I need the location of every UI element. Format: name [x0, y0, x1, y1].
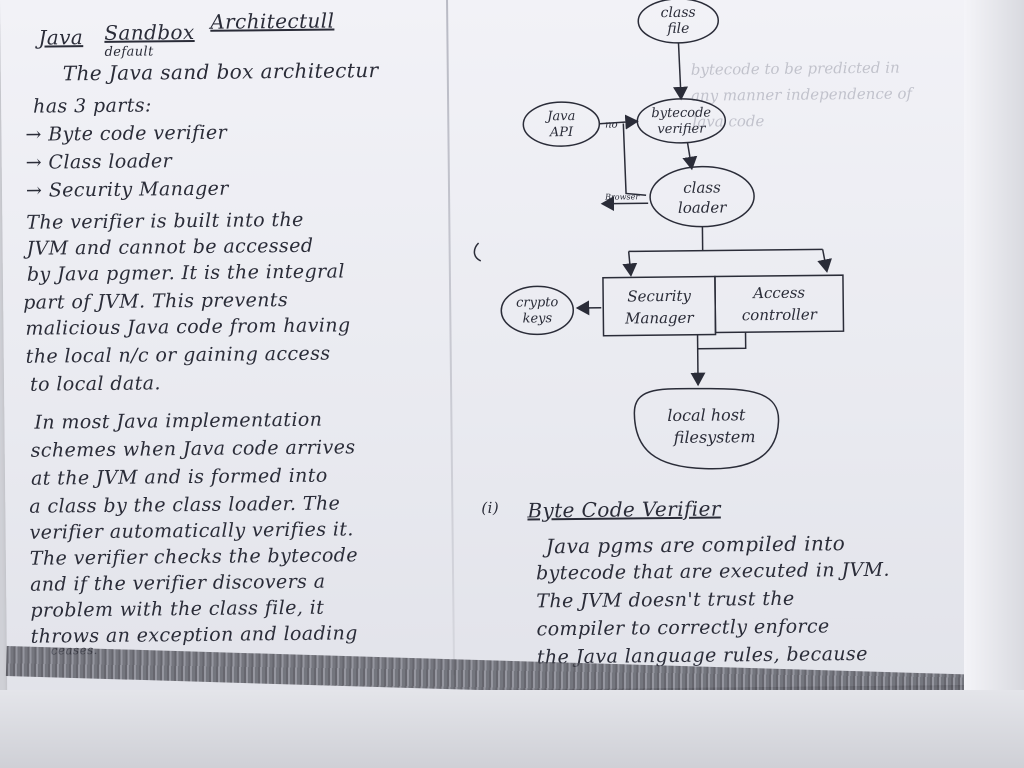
- section-line: Java pgms are compiled into: [545, 531, 846, 559]
- local-host-node: [633, 387, 780, 470]
- stray-mark: [473, 242, 482, 262]
- security-manager-label: Security: [627, 287, 691, 306]
- bytecode-verifier-label: verifier: [657, 122, 706, 138]
- local-host-label: local host: [667, 405, 746, 425]
- local-host-label: filesystem: [673, 427, 756, 447]
- arrow-to-localhost: [690, 334, 706, 387]
- bytecode-verifier-label: bytecode: [651, 106, 711, 122]
- arrow-classfile-verifier: [673, 42, 689, 101]
- section-line: bytecode that are executed in JVM.: [535, 558, 890, 585]
- background-strip-right: [964, 0, 1024, 768]
- arrow-fork-security: [622, 251, 638, 277]
- section-line: compiler to correctly enforce: [536, 615, 830, 641]
- section-title: Byte Code Verifier: [527, 496, 721, 523]
- line-access-merge: [697, 332, 747, 350]
- arrow-fork-access: [817, 249, 832, 273]
- crypto-keys-node: [500, 285, 575, 336]
- java-api-label: API: [549, 125, 574, 140]
- class-loader-label: loader: [678, 198, 727, 217]
- background-strip-bottom: [0, 690, 1024, 768]
- line-fork-horizontal: [628, 248, 823, 253]
- crypto-keys-label: keys: [522, 311, 552, 326]
- section-number: (i): [481, 498, 500, 517]
- line-api-loader: [622, 123, 647, 196]
- class-file-label: class: [661, 5, 696, 21]
- arrow-api-verifier: [599, 114, 639, 130]
- access-controller-label: controller: [742, 305, 818, 324]
- arrow-label-loader: Browser: [604, 192, 640, 201]
- notebook-page: Java Sandbox Architectull default The Ja…: [0, 0, 976, 705]
- java-api-label: Java: [544, 109, 575, 124]
- crypto-keys-label: crypto: [516, 295, 559, 310]
- access-controller-label: Access: [751, 284, 805, 303]
- access-controller-box: [714, 274, 845, 334]
- class-loader-label: class: [683, 178, 721, 196]
- section-line: The JVM doesn't trust the: [536, 587, 795, 613]
- arrow-label-api: no: [605, 120, 618, 131]
- arrow-verifier-loader: [682, 142, 698, 171]
- security-manager-label: Manager: [624, 309, 695, 328]
- class-file-label: file: [666, 21, 689, 37]
- sandbox-diagram: class file Java API bytecode verifier no…: [473, 0, 845, 470]
